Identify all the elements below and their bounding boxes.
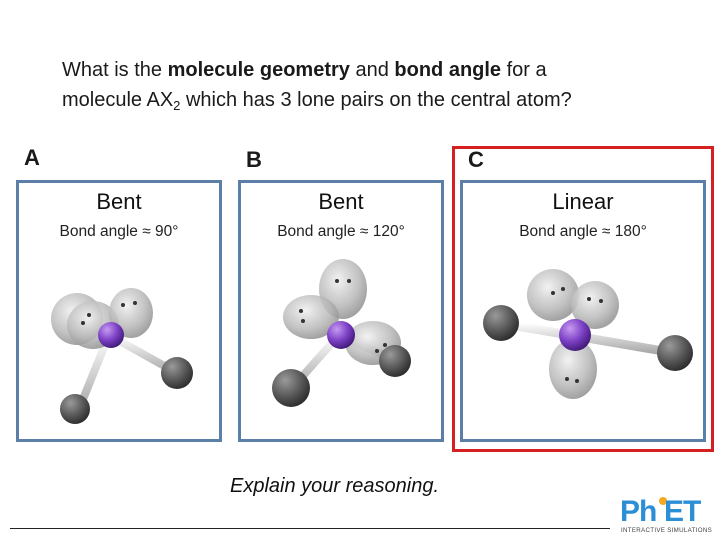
- option-b-card[interactable]: Bent Bond angle ≈ 120°: [238, 180, 444, 442]
- svg-text:Ph: Ph: [620, 495, 656, 528]
- geometry-label: Bent: [318, 189, 364, 214]
- question-part: which has 3 lone pairs on the central at…: [180, 89, 572, 111]
- question-emphasis-angle: bond angle: [394, 59, 502, 81]
- question-emphasis-geometry: molecule geometry: [167, 59, 350, 81]
- bond-angle-label: Bond angle ≈ 120°: [277, 223, 405, 240]
- question-part: molecule AX: [62, 89, 174, 111]
- svg-text:ET: ET: [664, 495, 701, 528]
- linear-molecule-model: [483, 269, 693, 399]
- question-text: What is the molecule geometry and bond a…: [62, 55, 662, 115]
- geometry-label: Bent: [96, 189, 142, 214]
- selected-answer-highlight: [452, 146, 714, 452]
- phet-logo: Ph ET INTERACTIVE SIMULATIONS: [620, 495, 712, 534]
- option-letter-a: A: [24, 145, 40, 170]
- option-letter-c: C: [468, 147, 484, 172]
- geometry-label: Linear: [552, 189, 614, 214]
- bond-angle-label: Bond angle ≈ 90°: [59, 223, 179, 240]
- footer-divider: [10, 528, 610, 529]
- question-part: for a: [501, 59, 547, 81]
- bent-120-molecule-model: [272, 259, 411, 407]
- bent-90-molecule-model: [51, 288, 193, 424]
- option-a-card[interactable]: Bent Bond angle ≈ 90°: [16, 180, 222, 442]
- question-part: What is the: [62, 59, 168, 81]
- question-part: and: [349, 59, 395, 81]
- logo-tagline: INTERACTIVE SIMULATIONS: [621, 527, 712, 534]
- option-letter-b: B: [246, 147, 262, 172]
- formula-subscript: 2: [173, 98, 181, 113]
- option-c-card[interactable]: Linear Bond angle ≈ 180°: [460, 180, 706, 442]
- explain-prompt: Explain your reasoning.: [230, 475, 440, 497]
- bond-angle-label: Bond angle ≈ 180°: [519, 223, 647, 240]
